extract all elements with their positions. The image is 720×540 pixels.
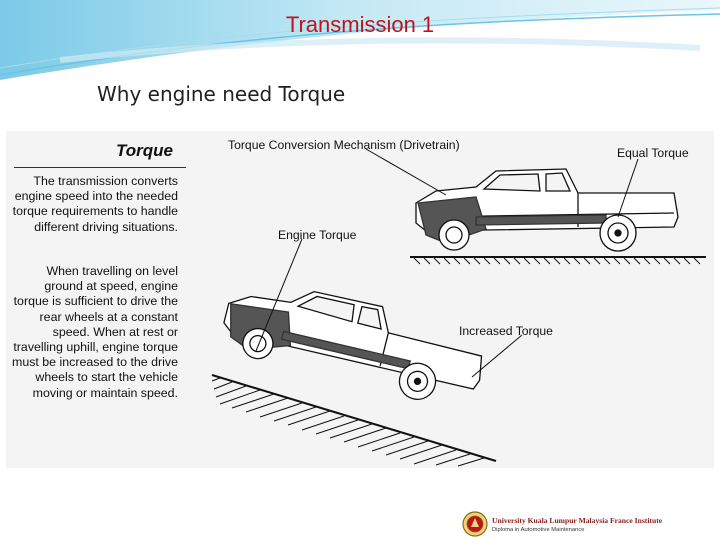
torque-figure: Torque The transmission converts engine … [6, 131, 714, 468]
drivetrain-illustration [211, 148, 706, 467]
panel-paragraph-1: The transmission converts engine speed i… [12, 174, 178, 234]
panel-divider [14, 167, 186, 168]
panel-heading: Torque [116, 141, 173, 160]
leader-lines [255, 148, 639, 378]
programme-name: Diploma in Automotive Maintenance [492, 527, 585, 533]
panel-paragraph-2: When travelling on level ground at speed… [12, 264, 178, 400]
level-ground [410, 256, 706, 265]
label-equal-torque: Equal Torque [617, 146, 689, 160]
institution-name: University Kuala Lumpur Malaysia France … [492, 516, 663, 525]
slide-subtitle: Why engine need Torque [97, 82, 346, 106]
uphill-slope [211, 374, 497, 467]
pickup-truck-level [415, 168, 679, 252]
pickup-truck-uphill [223, 290, 483, 400]
footer-institution: University Kuala Lumpur Malaysia France … [462, 510, 712, 540]
slide-title: Transmission 1 [285, 12, 435, 37]
label-increased-torque: Increased Torque [459, 324, 553, 338]
header-swoosh-decoration [0, 0, 720, 80]
university-seal-icon [462, 511, 488, 537]
label-engine-torque: Engine Torque [278, 228, 357, 242]
diagram-title: Torque Conversion Mechanism (Drivetrain) [228, 138, 460, 152]
